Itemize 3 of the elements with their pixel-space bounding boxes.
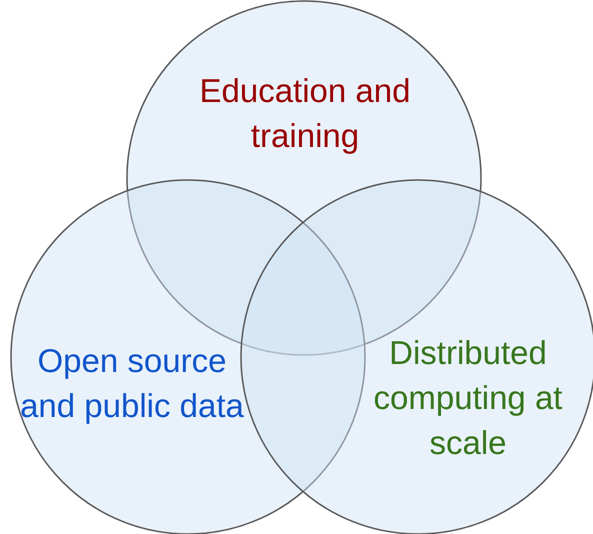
circle-label: Education and training xyxy=(198,71,412,156)
circle-label: Distributed computing at scale xyxy=(372,333,564,463)
circle-label: Open source and public data xyxy=(19,341,245,426)
